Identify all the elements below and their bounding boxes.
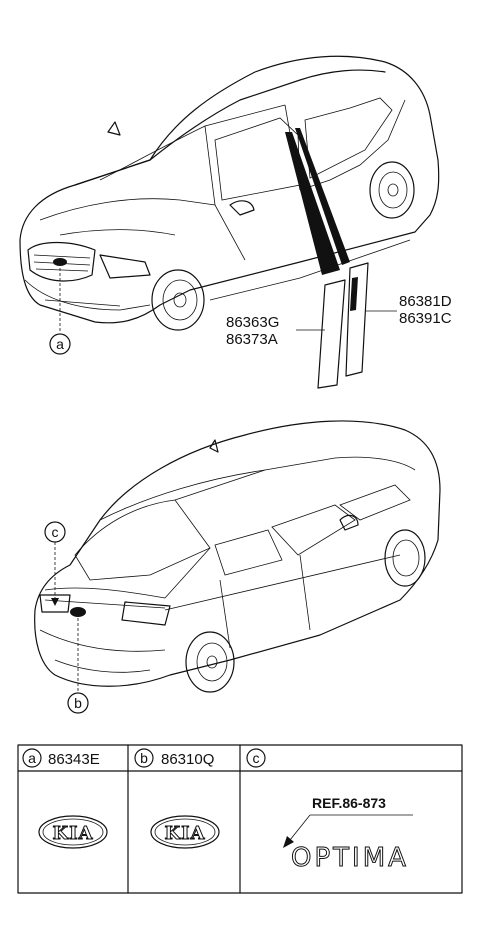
callout-c: c [44,521,66,606]
table-header-a: a 86343E [22,748,100,768]
kia-emblem-b: KIA [150,815,220,849]
svg-text:KIA: KIA [52,823,93,844]
table-header-c: c [246,748,266,768]
front-car-illustration [19,55,440,331]
part-label-86381d: 86381D [399,293,452,310]
svg-text:REF.86-873: REF.86-873 [312,795,386,811]
part-label-86363g: 86363G [226,314,279,331]
svg-text:a: a [28,750,36,766]
svg-text:c: c [253,750,260,766]
ref-label: REF.86-873 [283,795,413,848]
callout-b: b [67,618,89,714]
part-label-86391c: 86391C [399,310,452,327]
part-number-86310q: 86310Q [161,751,214,768]
svg-text:KIA: KIA [164,823,205,844]
callout-a: a [49,268,71,355]
table-header-b: b 86310Q [134,748,214,768]
rear-car-illustration [34,420,441,693]
svg-text:a: a [56,336,64,352]
svg-text:OPTIMA: OPTIMA [291,843,409,873]
part-number-86343e: 86343E [48,751,100,768]
svg-text:c: c [52,524,59,540]
optima-lettering: OPTIMA [291,843,409,874]
parts-table [17,744,463,894]
svg-text:b: b [140,750,148,766]
svg-text:b: b [74,695,82,711]
kia-emblem-a: KIA [38,815,108,849]
pillar-tape-parts [317,262,369,389]
part-label-86373a: 86373A [226,331,278,348]
